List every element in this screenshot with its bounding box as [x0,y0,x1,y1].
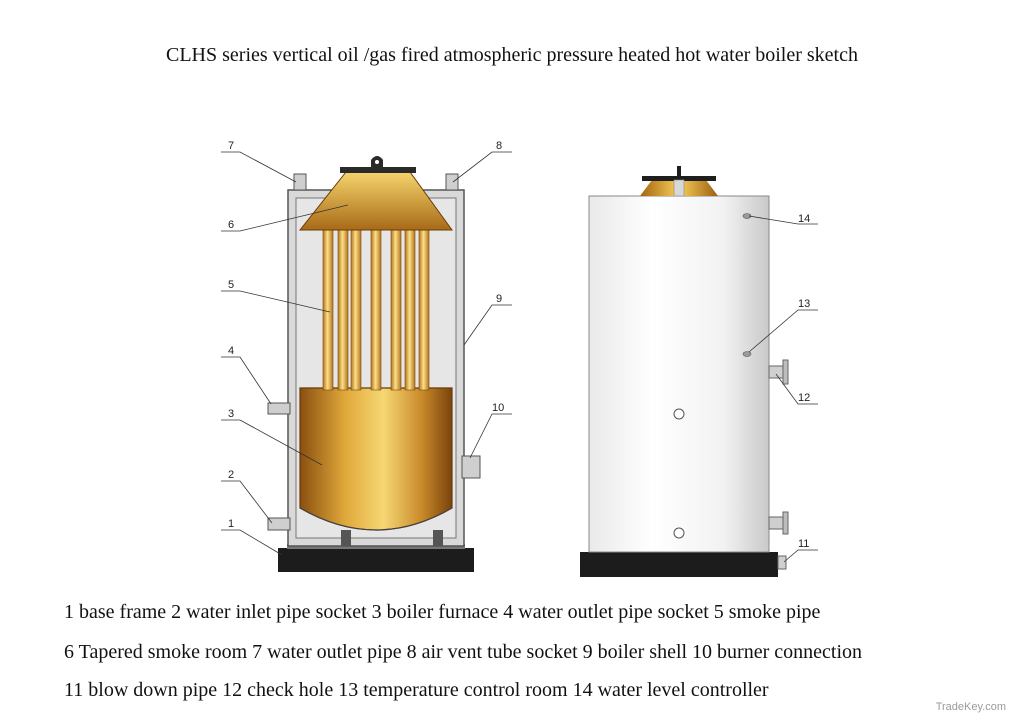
smoke-pipe [337,227,349,391]
smoke-pipe [390,227,402,391]
leader-11 [783,549,818,563]
tapered-smoke-room [298,171,453,231]
sight-hole-lower [673,527,685,539]
leader-14 [748,215,818,225]
lifting-lug-hole [375,160,379,164]
smoke-pipes [322,227,430,391]
callout-5: 5 [228,279,234,291]
callout-3: 3 [228,408,234,420]
callout-2: 2 [228,469,234,481]
diagram-title: CLHS series vertical oil /gas fired atmo… [166,44,858,66]
leader-3 [221,419,323,466]
exterior-top-socket [673,179,685,197]
check-hole-pipe [768,365,784,379]
furnace-leg-right [433,530,443,546]
leader-6 [221,204,349,232]
callout-8: 8 [496,140,502,152]
watermark: TradeKey.com [935,701,1006,713]
callout-1: 1 [228,518,234,530]
boiler-furnace [299,387,453,531]
water-outlet-pipe-socket [267,402,291,415]
exterior-view [580,166,789,577]
legend-line-1: 1 base frame 2 water inlet pipe socket 3… [64,601,821,623]
callout-13: 13 [798,298,810,310]
callout-11: 11 [798,538,809,550]
lower-pipe [768,516,784,530]
exterior-top-stem [677,166,681,177]
legend-line-3: 11 blow down pipe 12 check hole 13 tempe… [64,679,769,701]
temperature-control-room [742,351,752,357]
smoke-pipe [350,227,362,391]
leader-2 [221,480,273,524]
callout-4: 4 [228,345,234,357]
furnace-bottom-line [299,507,453,531]
exterior-shell [588,195,770,553]
callout-10: 10 [492,402,504,414]
leader-1 [221,529,283,556]
furnace-leg-left [341,530,351,546]
top-cover-plate [340,167,416,173]
legend-line-2: 6 Tapered smoke room 7 water outlet pipe… [64,641,862,663]
leader-5 [221,290,331,313]
air-vent-tube-socket [445,173,459,191]
callout-12: 12 [798,392,810,404]
water-outlet-pipe [293,173,307,191]
smoke-pipe [322,227,334,391]
callout-6: 6 [228,219,234,231]
exterior-base-frame [580,552,778,577]
lower-pipe-flange [782,511,789,535]
callout-14: 14 [798,213,810,225]
leader-7 [221,151,297,183]
smoke-pipe [370,227,382,391]
section-view [267,156,481,572]
base-frame [278,548,474,572]
check-hole-flange [782,359,789,385]
callout-leaders [221,151,818,563]
callout-7: 7 [228,140,234,152]
leader-13 [748,309,818,353]
smoke-pipe [404,227,416,391]
smoke-pipe [418,227,430,391]
leader-12 [775,373,818,405]
water-inlet-pipe-socket [267,517,291,531]
leader-9 [463,304,512,346]
exterior-top-plate [642,176,716,181]
callout-9: 9 [496,293,502,305]
leader-4 [221,356,272,405]
sight-hole-upper [673,408,685,420]
burner-connection [461,455,481,479]
leader-10 [469,413,512,459]
leader-8 [452,151,512,183]
blow-down-pipe [777,555,787,570]
